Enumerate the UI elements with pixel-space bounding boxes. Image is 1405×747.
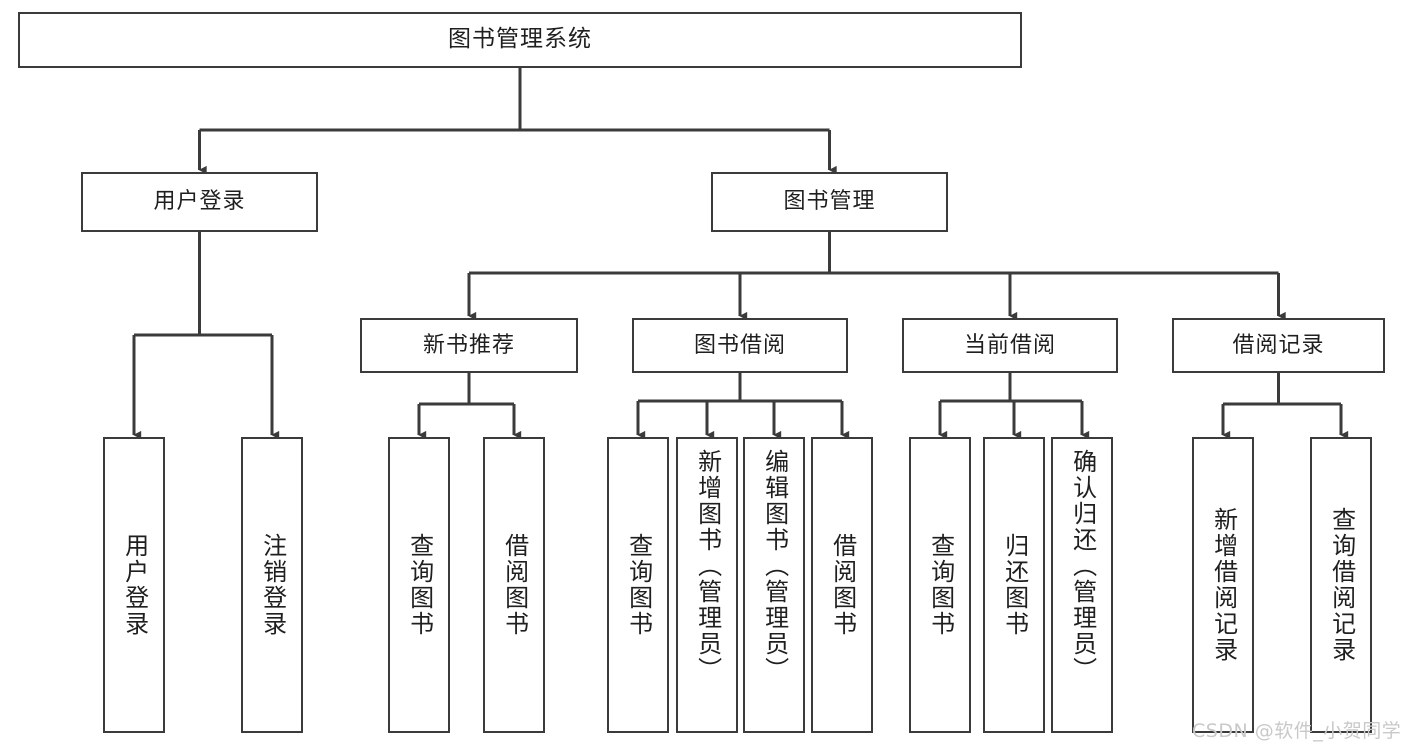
node-new-book-recommend[interactable]: 新书推荐 [360, 318, 578, 373]
node-leaf-user-logout-label: 注销登录 [258, 533, 287, 637]
node-leaf-borrow-book-recommend[interactable]: 借阅图书 [483, 437, 545, 733]
node-leaf-query-book-borrow[interactable]: 查询图书 [607, 437, 669, 733]
node-leaf-confirm-return-label: 确认归还（管理员） [1068, 449, 1097, 683]
node-leaf-query-book-recommend[interactable]: 查询图书 [388, 437, 450, 733]
node-leaf-query-book-borrow-label: 查询图书 [624, 533, 653, 637]
node-leaf-add-borrow-record-label: 新增借阅记录 [1209, 507, 1238, 663]
node-leaf-return-book-label: 归还图书 [1000, 533, 1029, 637]
node-borrow-record-label: 借阅记录 [1232, 332, 1325, 358]
node-user-login[interactable]: 用户登录 [81, 172, 318, 232]
node-root[interactable]: 图书管理系统 [18, 12, 1022, 68]
node-current-borrow[interactable]: 当前借阅 [902, 318, 1118, 373]
node-leaf-borrow-book-label: 借阅图书 [828, 533, 857, 637]
node-user-login-label: 用户登录 [153, 189, 246, 215]
node-leaf-user-logout[interactable]: 注销登录 [241, 437, 303, 733]
node-current-borrow-label: 当前借阅 [963, 332, 1056, 358]
node-book-borrow-label: 图书借阅 [693, 332, 786, 358]
node-book-borrow[interactable]: 图书借阅 [632, 318, 848, 373]
node-borrow-record[interactable]: 借阅记录 [1172, 318, 1385, 373]
node-leaf-query-book-current[interactable]: 查询图书 [909, 437, 971, 733]
watermark: CSDN @软件_小贺同学 [1192, 720, 1402, 742]
node-leaf-borrow-book[interactable]: 借阅图书 [811, 437, 873, 733]
node-leaf-user-login-label: 用户登录 [120, 533, 149, 637]
node-leaf-add-book[interactable]: 新增图书（管理员） [676, 437, 738, 733]
node-root-label: 图书管理系统 [448, 26, 592, 53]
node-leaf-return-book[interactable]: 归还图书 [983, 437, 1045, 733]
node-book-manage[interactable]: 图书管理 [711, 172, 948, 232]
node-book-manage-label: 图书管理 [783, 189, 876, 215]
node-leaf-confirm-return[interactable]: 确认归还（管理员） [1051, 437, 1113, 733]
node-leaf-add-borrow-record[interactable]: 新增借阅记录 [1192, 437, 1254, 733]
node-leaf-add-book-label: 新增图书（管理员） [693, 449, 722, 683]
node-new-book-recommend-label: 新书推荐 [422, 332, 515, 358]
node-leaf-borrow-book-recommend-label: 借阅图书 [500, 533, 529, 637]
node-leaf-user-login[interactable]: 用户登录 [103, 437, 165, 733]
node-leaf-query-book-recommend-label: 查询图书 [405, 533, 434, 637]
node-leaf-edit-book-label: 编辑图书（管理员） [760, 449, 789, 683]
node-leaf-edit-book[interactable]: 编辑图书（管理员） [743, 437, 805, 733]
node-leaf-query-borrow-record[interactable]: 查询借阅记录 [1310, 437, 1372, 733]
node-leaf-query-borrow-record-label: 查询借阅记录 [1327, 507, 1356, 663]
node-leaf-query-book-current-label: 查询图书 [926, 533, 955, 637]
